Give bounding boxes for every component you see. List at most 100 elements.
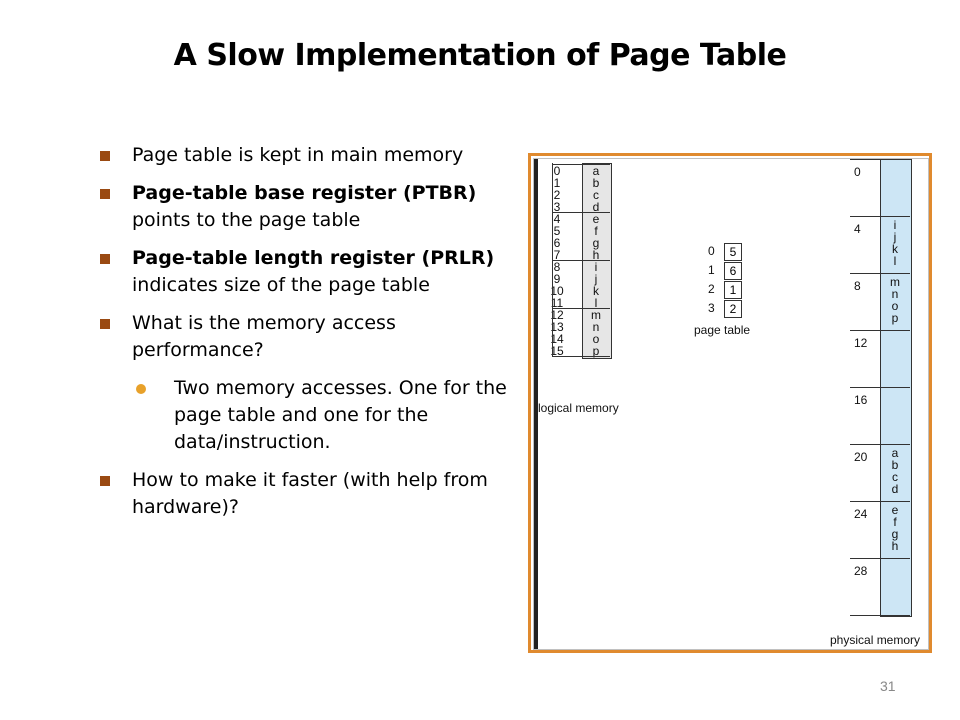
logical-address: 3 <box>553 200 561 214</box>
square-bullet-icon <box>100 254 110 264</box>
logical-page-boundary <box>552 260 610 261</box>
bullet-text: indicates size of the page table <box>132 274 430 296</box>
logical-memory-entry: k <box>593 284 599 298</box>
square-bullet-icon <box>100 476 110 486</box>
logical-address: 8 <box>553 260 561 274</box>
logical-memory-entry: f <box>594 224 598 238</box>
logical-address: 0 <box>553 164 561 178</box>
bullet-bold-text: Page-table length register (PRLR) <box>132 247 495 269</box>
logical-memory-entry: c <box>593 188 599 202</box>
logical-address: 12 <box>550 308 564 322</box>
logical-page-boundary <box>552 164 610 165</box>
square-bullet-icon <box>100 189 110 199</box>
logical-address: 2 <box>553 188 561 202</box>
logical-memory-entry: n <box>592 320 600 334</box>
frame-boundary <box>850 615 910 616</box>
logical-memory-label: logical memory <box>538 401 619 415</box>
physical-address: 16 <box>854 393 868 407</box>
bullet-bold-text: Page-table base register (PTBR) <box>132 182 477 204</box>
physical-memory-label: physical memory <box>830 633 921 647</box>
physical-memory-entry: i <box>893 218 897 232</box>
logical-address: 6 <box>553 236 561 250</box>
frame-boundary <box>850 558 910 559</box>
physical-address: 12 <box>854 336 868 350</box>
frame-boundary <box>850 216 910 217</box>
bullet-text: How to make it faster (with help from ha… <box>132 469 488 518</box>
physical-memory-entry: m <box>890 275 900 289</box>
page-table-entry: 5 <box>724 243 742 261</box>
page-table-index: 2 <box>708 282 715 296</box>
page-table-entry: 6 <box>724 262 742 280</box>
logical-page-boundary <box>552 308 610 309</box>
physical-memory-entry: e <box>891 503 899 517</box>
frame-boundary <box>850 159 910 160</box>
bullet-list: Page table is kept in main memory Page-t… <box>98 142 518 532</box>
logical-memory-column <box>582 163 612 359</box>
physical-address: 28 <box>854 564 868 578</box>
physical-memory-entry: o <box>891 299 899 313</box>
square-bullet-icon <box>100 151 110 161</box>
physical-memory-entry: j <box>893 230 897 244</box>
frame-boundary <box>850 273 910 274</box>
logical-address: 15 <box>550 344 564 358</box>
logical-memory-entry: m <box>591 308 601 322</box>
logical-address: 10 <box>550 284 564 298</box>
sub-bullet-item: Two memory accesses. One for the page ta… <box>98 375 512 456</box>
frame-boundary <box>850 387 910 388</box>
logical-memory-entry: h <box>592 248 600 262</box>
logical-page-boundary <box>552 212 610 213</box>
bullet-item: Page table is kept in main memory <box>98 142 518 169</box>
physical-memory-entry: f <box>893 515 897 529</box>
physical-memory-entry: p <box>891 311 899 325</box>
bullet-text: points to the page table <box>132 209 361 231</box>
physical-memory-entry: c <box>892 470 898 484</box>
page-table-index: 3 <box>708 301 715 315</box>
logical-memory-entry: j <box>594 272 598 286</box>
logical-address: 7 <box>553 248 561 262</box>
physical-memory-entry: b <box>891 458 899 472</box>
physical-memory-entry: g <box>891 527 899 541</box>
slide-title: A Slow Implementation of Page Table <box>173 38 787 73</box>
physical-address: 8 <box>854 279 861 293</box>
sub-bullet-text: Two memory accesses. One for the page ta… <box>174 377 507 453</box>
page-table-index: 0 <box>708 244 715 258</box>
page-table-entry: 2 <box>724 300 742 318</box>
logical-address: 11 <box>550 296 564 310</box>
bullet-text: What is the memory access performance? <box>132 312 396 361</box>
logical-axis-line <box>552 163 553 357</box>
physical-memory-entry: h <box>891 539 899 553</box>
physical-memory-column <box>880 159 912 617</box>
physical-address: 20 <box>854 450 868 464</box>
logical-memory-entry: o <box>592 332 600 346</box>
page-table-entry: 1 <box>724 281 742 299</box>
physical-memory-entry: d <box>891 482 899 496</box>
logical-page-boundary <box>552 356 610 357</box>
physical-memory-entry: l <box>893 254 897 268</box>
page-table-label: page table <box>694 323 751 337</box>
logical-address: 13 <box>550 320 564 334</box>
physical-address: 0 <box>854 165 861 179</box>
logical-memory-entry: d <box>592 200 600 214</box>
physical-memory-entry: a <box>891 446 899 460</box>
physical-memory-entry: k <box>892 242 898 256</box>
logical-address: 14 <box>550 332 564 346</box>
figure-left-edge <box>534 159 538 649</box>
frame-boundary <box>850 444 910 445</box>
logical-memory-entry: a <box>592 164 600 178</box>
logical-memory-entry: l <box>594 296 598 310</box>
bullet-item: Page-table base register (PTBR) points t… <box>98 180 518 234</box>
logical-address: 4 <box>553 212 561 226</box>
logical-address: 1 <box>553 176 561 190</box>
round-bullet-icon <box>136 384 146 394</box>
frame-boundary <box>850 330 910 331</box>
logical-address: 9 <box>553 272 561 286</box>
frame-boundary <box>850 501 910 502</box>
physical-address: 4 <box>854 222 861 236</box>
logical-address: 5 <box>553 224 561 238</box>
logical-memory-entry: b <box>592 176 600 190</box>
square-bullet-icon <box>100 319 110 329</box>
logical-memory-entry: g <box>592 236 600 250</box>
bullet-text: Page table is kept in main memory <box>132 144 464 166</box>
logical-memory-entry: i <box>594 260 598 274</box>
